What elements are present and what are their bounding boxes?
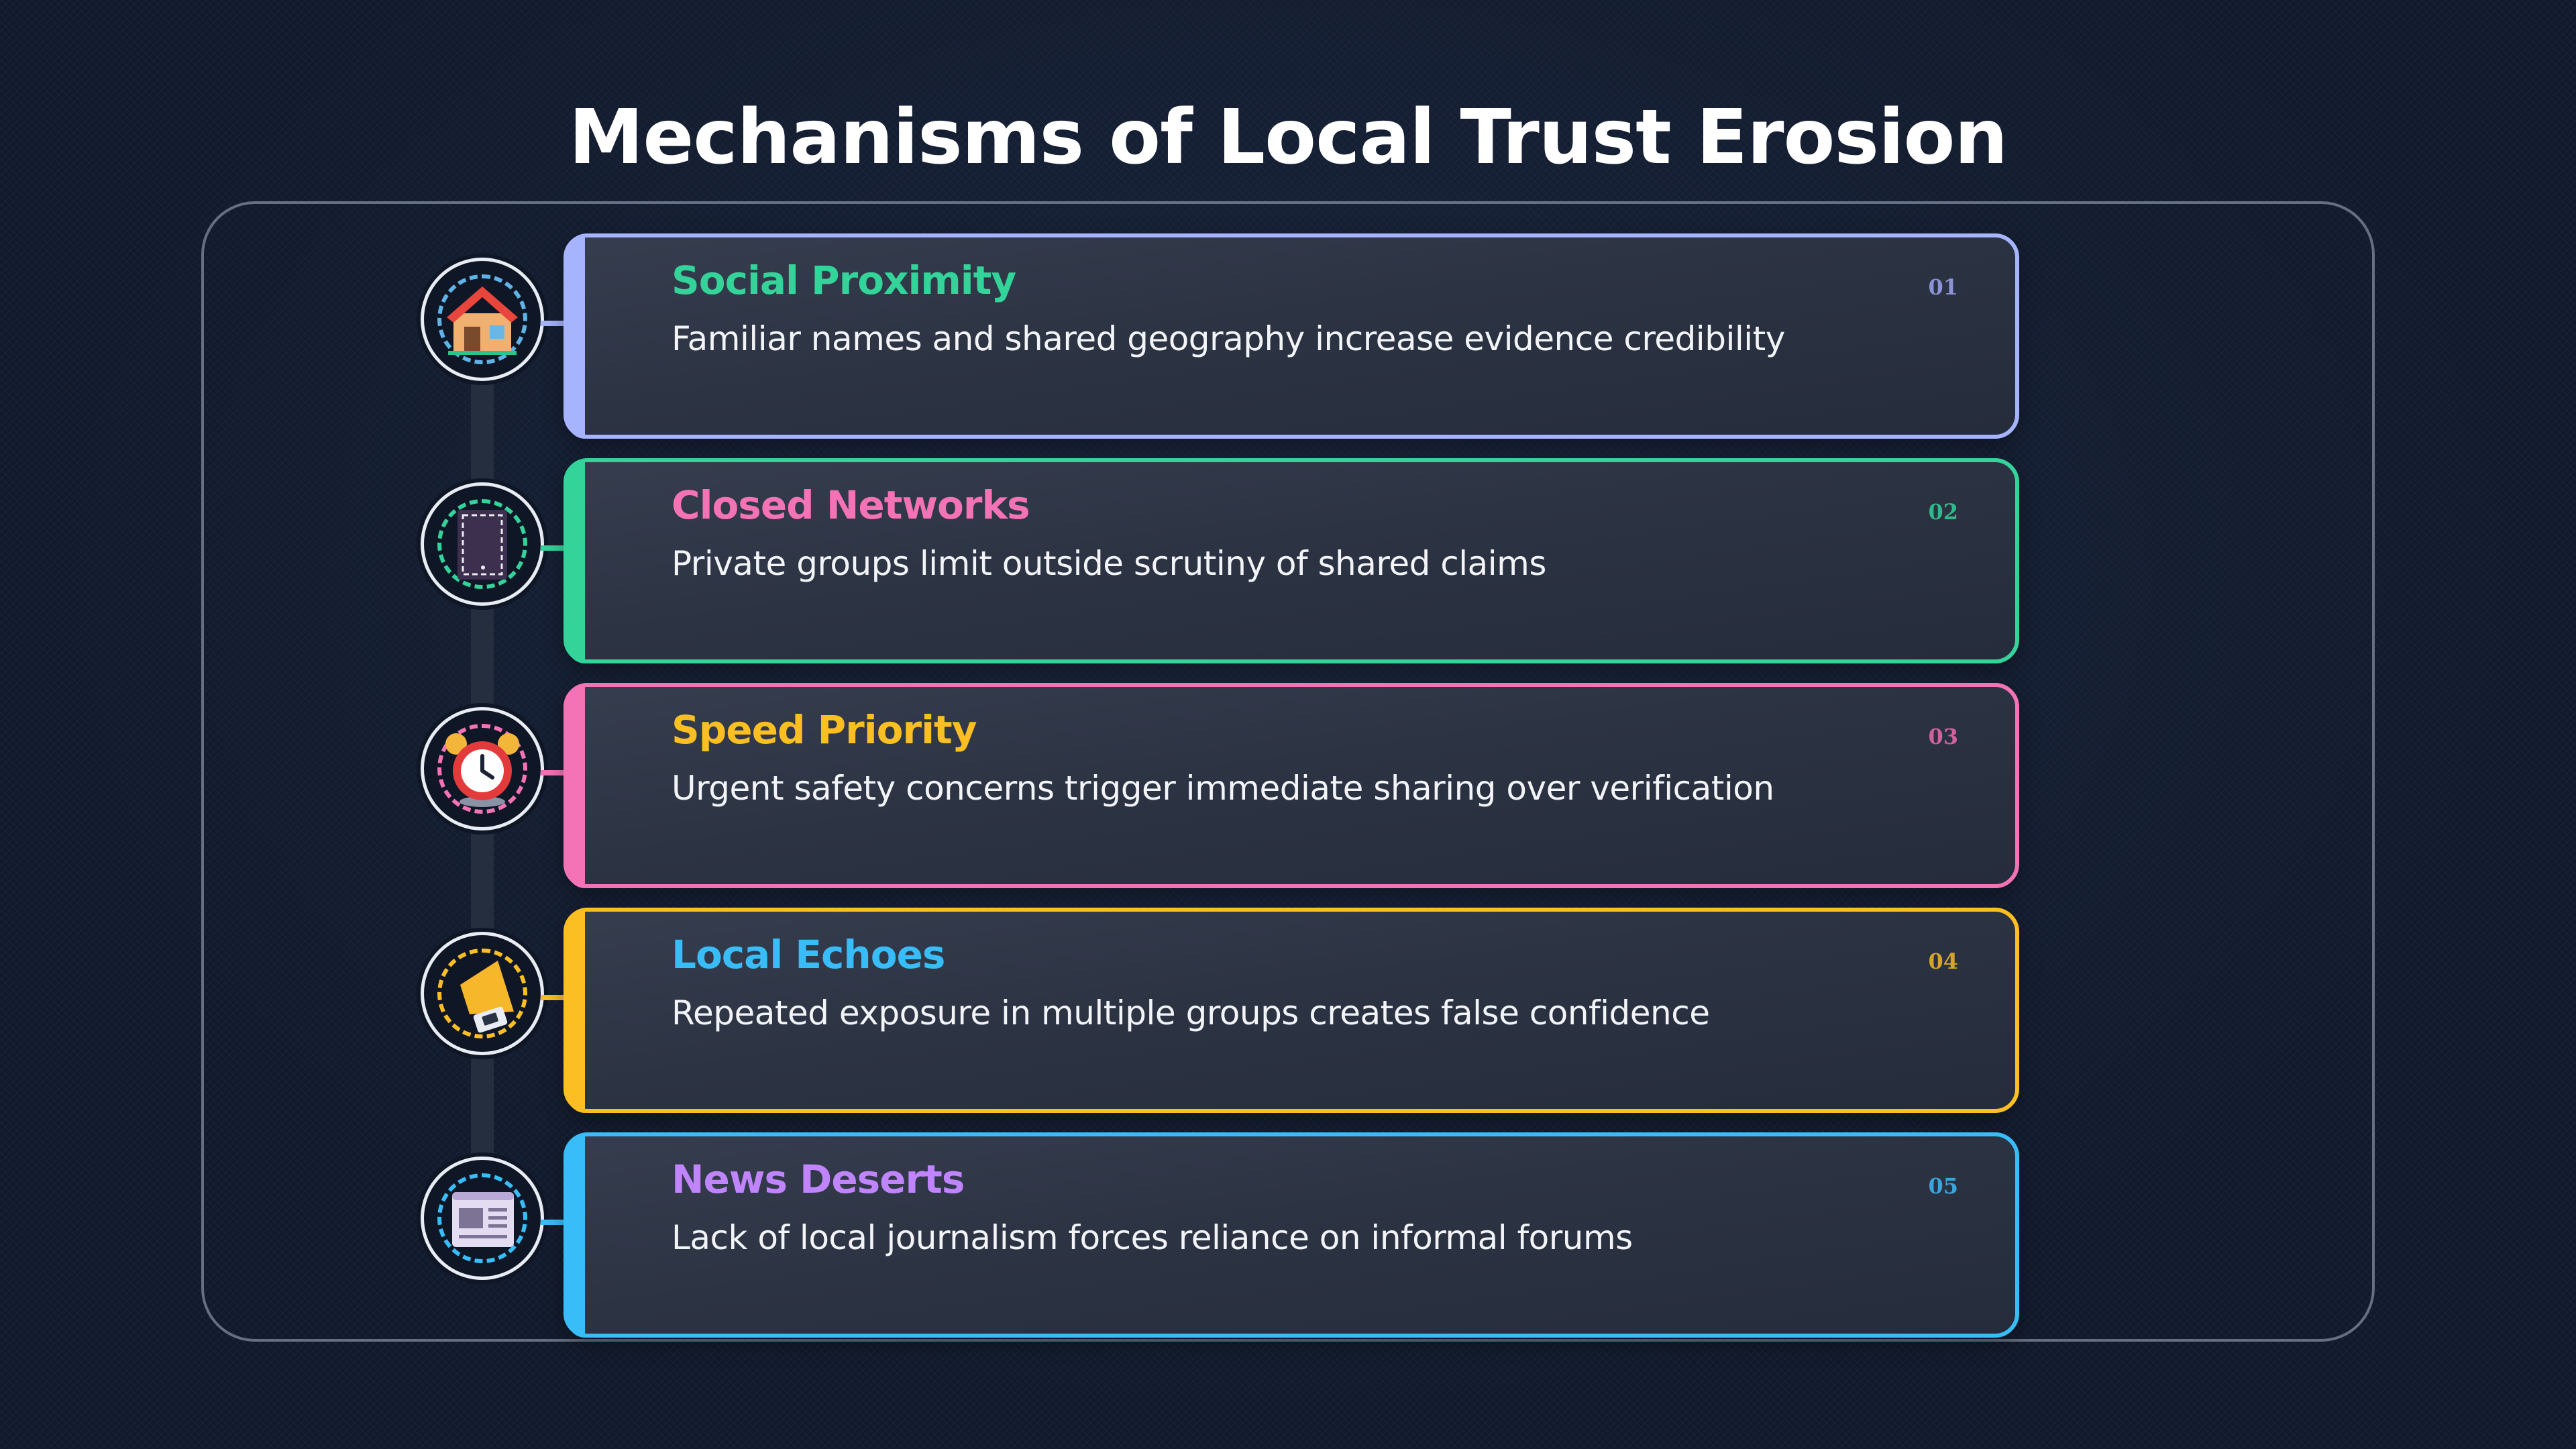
step-node-5 bbox=[421, 1157, 544, 1280]
step-title: Speed Priority bbox=[672, 707, 977, 753]
step-card-5: News Deserts Lack of local journalism fo… bbox=[564, 1132, 2019, 1338]
step-number: 01 bbox=[1928, 274, 1958, 300]
step-card-2: Closed Networks Private groups limit out… bbox=[564, 458, 2019, 663]
house-icon bbox=[447, 286, 518, 355]
step-card-1: Social Proximity Familiar names and shar… bbox=[564, 233, 2019, 439]
node-dashed-ring bbox=[437, 949, 527, 1038]
step-card-4: Local Echoes Repeated exposure in multip… bbox=[564, 908, 2019, 1113]
card-accent-bar bbox=[568, 1136, 585, 1338]
card-accent-bar bbox=[568, 687, 585, 888]
closed-door-icon bbox=[458, 510, 507, 580]
step-node-4 bbox=[421, 932, 544, 1055]
card-accent-bar bbox=[568, 462, 585, 663]
content-frame bbox=[201, 201, 2375, 1342]
connector-4 bbox=[541, 995, 564, 1000]
node-dashed-ring bbox=[437, 1173, 527, 1263]
alarm-clock-icon bbox=[445, 733, 519, 807]
step-number: 03 bbox=[1928, 724, 1958, 749]
step-number: 04 bbox=[1928, 949, 1958, 974]
step-node-2 bbox=[421, 482, 544, 606]
step-description: Lack of local journalism forces reliance… bbox=[672, 1218, 1633, 1257]
step-number: 05 bbox=[1928, 1173, 1958, 1199]
card-accent-bar bbox=[568, 237, 585, 439]
page-title: Mechanisms of Local Trust Erosion bbox=[568, 94, 2008, 181]
connector-3 bbox=[541, 770, 564, 775]
step-title: Closed Networks bbox=[672, 482, 1030, 528]
megaphone-icon bbox=[460, 961, 514, 1033]
step-title: Local Echoes bbox=[672, 932, 945, 977]
node-dashed-ring bbox=[437, 274, 527, 364]
card-accent-bar bbox=[568, 912, 585, 1113]
step-card-3: Speed Priority Urgent safety concerns tr… bbox=[564, 683, 2019, 888]
node-dashed-ring bbox=[437, 499, 527, 589]
connector-2 bbox=[541, 545, 564, 551]
step-node-3 bbox=[421, 707, 544, 830]
newspaper-icon bbox=[452, 1192, 514, 1247]
step-description: Private groups limit outside scrutiny of… bbox=[672, 544, 1546, 583]
step-number: 02 bbox=[1928, 499, 1958, 525]
node-dashed-ring bbox=[437, 724, 527, 814]
step-description: Repeated exposure in multiple groups cre… bbox=[672, 994, 1710, 1032]
step-description: Urgent safety concerns trigger immediate… bbox=[672, 769, 1774, 808]
step-title: News Deserts bbox=[672, 1157, 965, 1202]
connector-5 bbox=[541, 1220, 564, 1225]
step-description: Familiar names and shared geography incr… bbox=[672, 319, 1785, 358]
step-node-1 bbox=[421, 258, 544, 381]
step-title: Social Proximity bbox=[672, 258, 1016, 303]
connector-1 bbox=[541, 321, 564, 326]
